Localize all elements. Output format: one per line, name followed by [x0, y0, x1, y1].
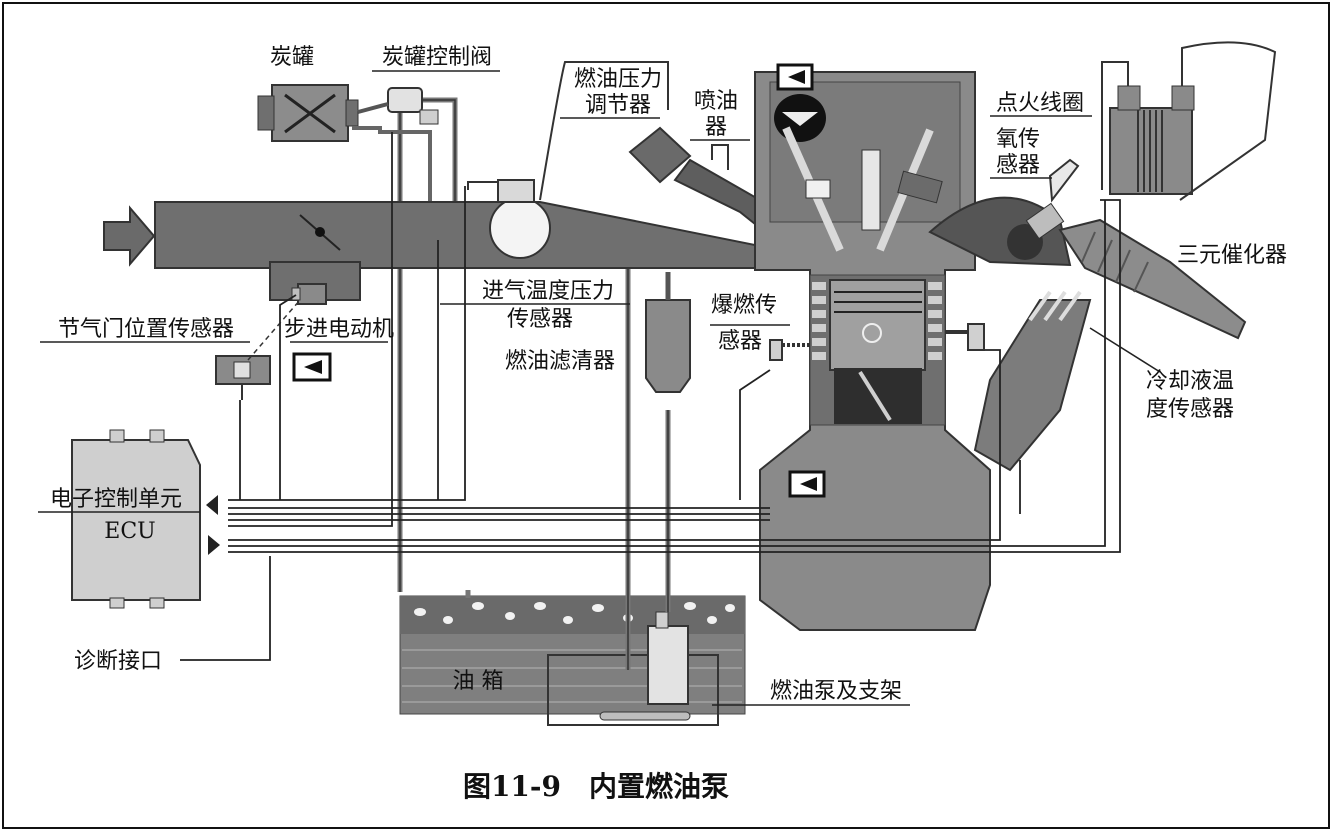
stepper-motor-marker — [292, 352, 332, 382]
label-ignition-coil: 点火线圈 — [996, 91, 1084, 116]
label-stepper-motor: 步进电动机 — [284, 317, 394, 342]
engine-marker-top — [776, 63, 814, 91]
label-diagnostic-port: 诊断接口 — [74, 649, 162, 674]
stepper-motor — [291, 283, 327, 305]
fuel-filter — [645, 272, 691, 393]
intake-temp-pressure-sensor — [467, 179, 535, 203]
label-fuel-pressure-regulator-line1: 燃油压力 — [574, 67, 662, 92]
label-intake-temp-pressure-line1: 进气温度压力 — [482, 279, 614, 304]
ecu-wiring — [180, 132, 1121, 661]
label-fuel-pressure-regulator-line2: 调节器 — [585, 93, 651, 118]
leader-lines — [38, 70, 1161, 706]
intake-runner-cluster — [973, 290, 1092, 472]
label-coolant-temp-line1: 冷却液温 — [1146, 369, 1234, 394]
label-ecu-line2: ECU — [104, 519, 155, 544]
label-injector-line1: 喷油 — [694, 89, 738, 114]
fuel-pump — [647, 611, 689, 705]
intake-arrow — [103, 205, 156, 267]
charcoal-canister — [257, 84, 359, 142]
label-canister: 炭罐 — [270, 45, 314, 70]
label-injector-line2: 器 — [705, 115, 727, 140]
label-fuel-pump-bracket: 燃油泵及支架 — [770, 679, 902, 704]
label-catalytic-converter: 三元催化器 — [1177, 243, 1287, 268]
canister-control-valve — [352, 87, 439, 210]
fuel-tank — [399, 595, 746, 726]
label-throttle-position-sensor: 节气门位置传感器 — [58, 317, 234, 342]
oxygen-sensor — [1025, 158, 1080, 240]
fuel-pressure-regulator — [539, 61, 692, 201]
label-knock-sensor-line2: 感器 — [718, 329, 762, 354]
engine-marker-bottom — [788, 470, 826, 498]
ecu-box — [71, 429, 220, 609]
label-oxygen-sensor-line1: 氧传 — [996, 127, 1040, 152]
label-knock-sensor-line1: 爆燃传 — [711, 293, 777, 318]
ignition-coil — [1101, 41, 1277, 201]
label-coolant-temp-line2: 度传感器 — [1146, 397, 1234, 422]
label-ecu-line1: 电子控制单元 — [50, 487, 182, 512]
label-fuel-filter: 燃油滤清器 — [505, 349, 615, 374]
label-oxygen-sensor-line2: 感器 — [996, 153, 1040, 178]
label-canister-valve: 炭罐控制阀 — [382, 45, 492, 70]
catalytic-converter — [1058, 218, 1247, 340]
intake-manifold — [154, 197, 841, 301]
figure-caption: 图11-9 内置燃油泵 — [463, 770, 729, 803]
label-intake-temp-pressure-line2: 传感器 — [507, 307, 573, 332]
throttle-position-sensor — [215, 355, 271, 400]
coolant-temp-sensor — [945, 323, 985, 351]
knock-sensor — [769, 339, 810, 361]
label-fuel-tank: 油 箱 — [453, 669, 504, 694]
